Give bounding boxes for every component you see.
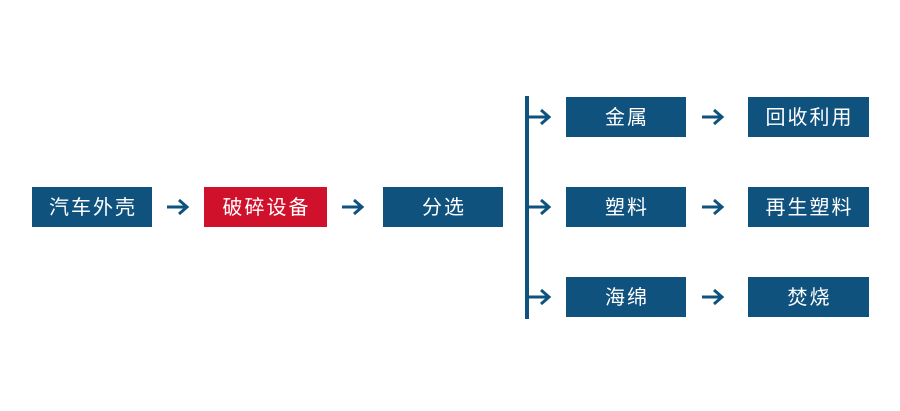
node-label: 回收利用 [765,105,854,129]
node-incineration[interactable]: 焚烧 [748,277,869,317]
node-label: 焚烧 [787,285,832,309]
node-label: 海绵 [605,285,649,309]
node-label: 破碎设备 [222,195,311,219]
node-plastic[interactable]: 塑料 [566,187,686,227]
arrow-right-icon-plastic-to-recycled [701,196,727,218]
arrow-right-icon-branch-metal [528,106,554,128]
node-label: 塑料 [605,195,649,219]
arrow-right-icon-branch-plastic [528,196,554,218]
node-recycled-plastic[interactable]: 再生塑料 [748,187,869,227]
node-label: 分选 [422,195,466,219]
arrow-right-icon-sponge-to-incineration [701,286,727,308]
node-sponge[interactable]: 海绵 [566,277,686,317]
branch-split-icon [525,96,529,319]
node-label: 再生塑料 [765,195,854,219]
node-label: 金属 [605,105,649,129]
arrow-right-icon-branch-sponge [528,286,554,308]
node-sorting[interactable]: 分选 [383,187,503,227]
arrow-right-icon-metal-to-recycle [701,106,727,128]
node-car-shell[interactable]: 汽车外壳 [32,187,152,227]
node-crusher[interactable]: 破碎设备 [204,187,327,227]
node-recycle-reuse[interactable]: 回收利用 [748,97,869,137]
arrow-right-icon-crusher-to-sorting [341,196,367,218]
node-label: 汽车外壳 [49,195,137,219]
node-metal[interactable]: 金属 [566,97,686,137]
arrow-right-icon-shell-to-crusher [166,196,192,218]
